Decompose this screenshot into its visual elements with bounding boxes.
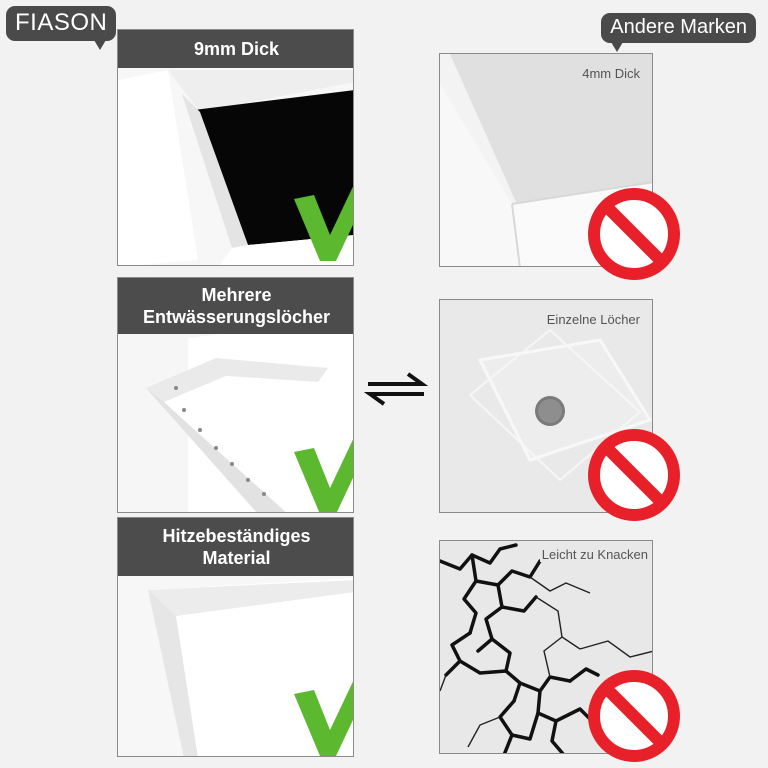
other-panel-drainage: Einzelne Löcher <box>439 299 653 513</box>
fiason-panel-thickness: 9mm Dick <box>117 29 354 266</box>
other-label-1: 4mm Dick <box>582 66 640 81</box>
fiason-panel-drainage: Mehrere Entwässerungslöcher <box>117 277 354 513</box>
feature-header-1: 9mm Dick <box>118 30 353 68</box>
green-checkmark-icon <box>294 681 353 756</box>
exchange-arrows-icon <box>364 372 428 406</box>
green-checkmark-icon <box>294 439 353 512</box>
planter-single-hole-image <box>440 300 652 512</box>
other-brands-label: Andere Marken <box>610 16 747 38</box>
other-brands-tag: Andere Marken <box>601 13 756 52</box>
fiason-panel-material: Hitzebeständiges Material <box>117 517 354 757</box>
brand-tag: FIASON <box>6 6 117 50</box>
feature-header-3: Hitzebeständiges Material <box>118 518 353 576</box>
cracked-surface-image <box>440 541 652 753</box>
green-checkmark-icon <box>294 186 353 261</box>
feature-label-1-line-1: 9mm Dick <box>193 39 280 59</box>
other-label-3: Leicht zu Knacken <box>539 547 650 562</box>
brand-name: FIASON <box>15 9 108 36</box>
feature-label-3-line-1: Hitzebeständiges <box>162 526 311 546</box>
feature-label-2-line-1: Mehrere <box>201 285 272 305</box>
feature-header-2: Mehrere Entwässerungslöcher <box>118 278 353 334</box>
other-label-2: Einzelne Löcher <box>546 312 640 327</box>
planter-thick-wall-image <box>118 30 353 265</box>
red-prohibition-icon <box>588 429 680 521</box>
red-prohibition-icon <box>588 670 680 762</box>
feature-label-2-line-2: Entwässerungslöcher <box>142 307 331 327</box>
feature-label-3-line-2: Material <box>202 548 271 568</box>
red-prohibition-icon <box>588 188 680 280</box>
